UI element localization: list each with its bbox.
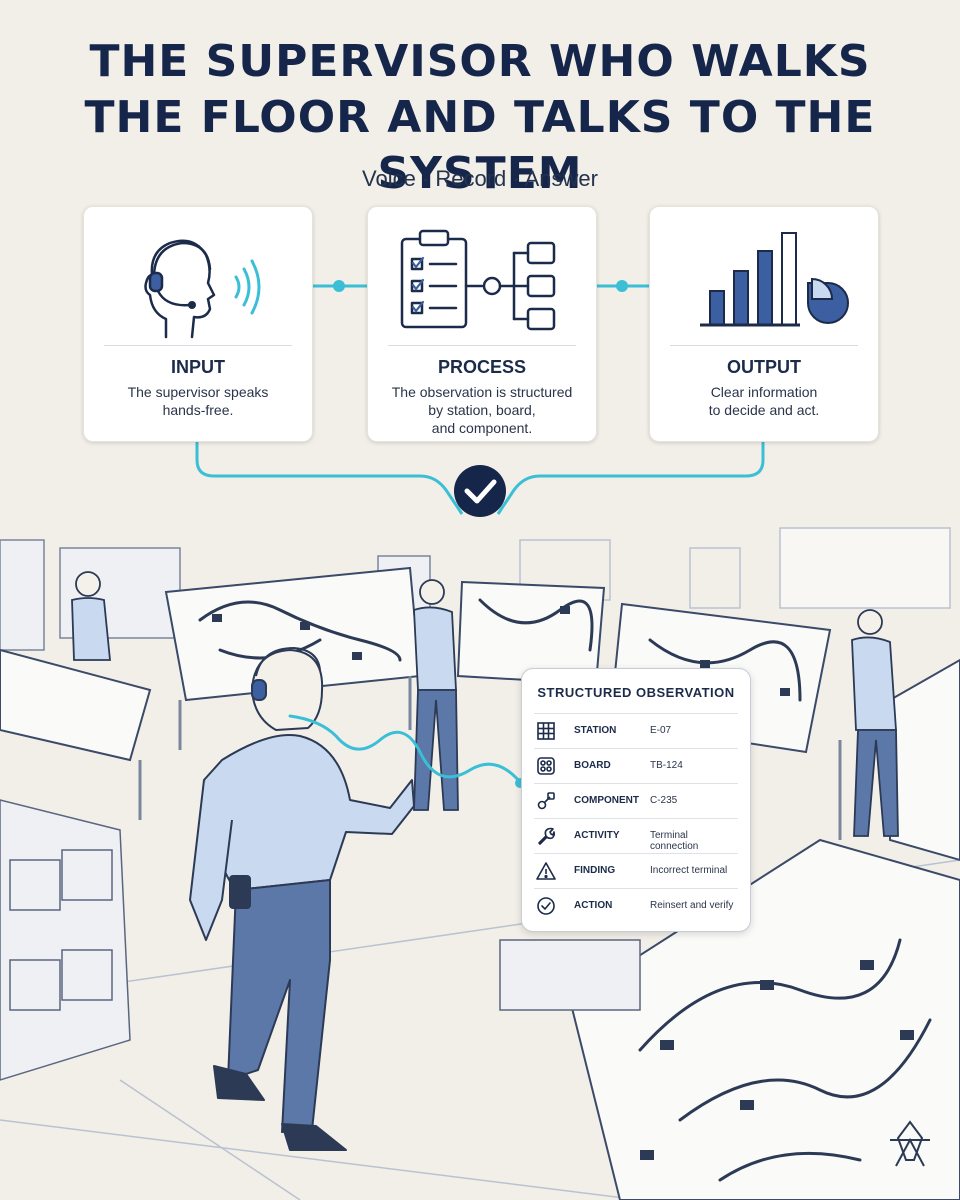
check-circle-icon [537,897,555,915]
structured-observation-panel: STRUCTURED OBSERVATION STATION E-07 BOAR… [521,668,751,932]
step-card-input: INPUT The supervisor speaks hands-free. [83,206,313,442]
step-label: OUTPUT [727,357,801,377]
board-icon [537,757,555,775]
field-value: Reinsert and verify [650,900,734,911]
grid-icon [537,722,555,740]
observation-row-activity: ACTIVITY Terminal connection [534,818,738,853]
card-divider [670,345,858,346]
field-label: ACTIVITY [574,830,620,841]
field-value: Incorrect terminal [650,865,728,876]
field-value: C-235 [650,795,678,806]
observation-row-component: COMPONENT C-235 [534,783,738,818]
step-card-output: OUTPUT Clear information to decide and a… [649,206,879,442]
step-description: The supervisor speaks hands-free. [127,384,269,418]
panel-heading: STRUCTURED OBSERVATION [537,685,735,700]
clipboard-checklist-icon [400,229,556,331]
observation-row-finding: FINDING Incorrect terminal [534,853,738,888]
card-divider [104,345,292,346]
observation-row-action: ACTION Reinsert and verify [534,888,738,923]
step-description: Clear information to decide and act. [708,384,820,418]
flow-connectors [195,280,765,517]
field-value: Terminal connection [650,830,699,852]
step-description: The observation is structured by station… [391,384,573,436]
title-line-1: THE SUPERVISOR WHO WALKS [89,36,871,87]
field-label: FINDING [574,865,616,876]
subtitle: Voice · Record · Answer [362,166,598,191]
check-badge-icon [454,465,506,517]
headset-head-icon [144,239,261,339]
connector-icon [537,792,555,810]
step-label: INPUT [171,357,225,377]
title-line-2: THE FLOOR AND TALKS TO THE SYSTEM [84,92,876,199]
field-label: STATION [574,725,617,736]
warning-icon [536,862,556,880]
page-title: THE SUPERVISOR WHO WALKS THE FLOOR AND T… [0,34,960,202]
field-label: BOARD [574,760,611,771]
observation-row-board: BOARD TB-124 [534,748,738,783]
field-value: TB-124 [650,760,683,771]
step-label: PROCESS [437,357,527,377]
observation-row-station: STATION E-07 [534,713,738,748]
field-value: E-07 [650,725,672,736]
bar-chart-icon [700,232,849,327]
wrench-icon [538,827,556,845]
card-divider [388,345,576,346]
step-card-process: PROCESS The observation is structured by… [367,206,597,442]
field-label: COMPONENT [574,795,639,806]
sparkle-logo-icon [890,1120,930,1167]
field-label: ACTION [574,900,613,911]
